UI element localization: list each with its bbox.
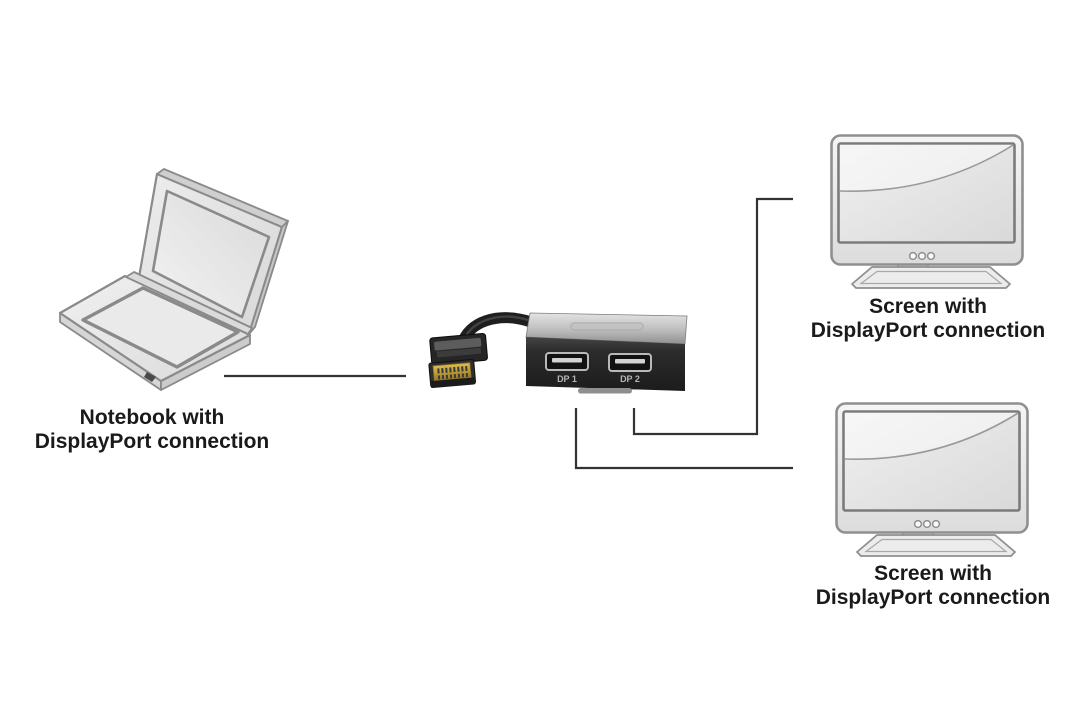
connection-line-dp1-to-bottom-screen bbox=[574, 408, 793, 470]
adapter-illustration: DP 1 DP 2 bbox=[428, 312, 688, 394]
monitor-top-illustration bbox=[830, 134, 1024, 290]
screen-bottom-label: Screen with DisplayPort connection bbox=[783, 562, 1080, 610]
screen-top-label: Screen with DisplayPort connection bbox=[778, 295, 1078, 343]
notebook-port-notch bbox=[144, 372, 156, 382]
notebook-label-line2: DisplayPort connection bbox=[34, 430, 270, 453]
notebook-lid-edge bbox=[248, 220, 289, 335]
screen-bottom-label-line1: Screen with bbox=[874, 562, 992, 585]
embossed-logo-shadow bbox=[572, 324, 642, 329]
notebook-keyboard-area bbox=[81, 286, 240, 369]
notebook-label-line1: Notebook with bbox=[79, 406, 225, 429]
screen-bottom-label-line2: DisplayPort connection bbox=[815, 586, 1051, 609]
notebook-illustration bbox=[58, 168, 289, 391]
notebook-screen bbox=[151, 189, 271, 319]
port-1-label: DP 1 bbox=[557, 374, 577, 384]
adapter-foot bbox=[578, 388, 632, 394]
displayport-male-connector bbox=[428, 332, 488, 389]
connection-line-dp2-to-top-screen bbox=[632, 197, 793, 436]
notebook-hinge-strip bbox=[125, 271, 253, 335]
screen-top-label-line2: DisplayPort connection bbox=[810, 319, 1046, 342]
displayport-port-2 bbox=[608, 353, 652, 372]
screen-top-label-line1: Screen with bbox=[869, 295, 987, 318]
monitor-bottom-illustration bbox=[835, 402, 1029, 558]
notebook-label: Notebook with DisplayPort connection bbox=[2, 406, 302, 454]
adapter-front-face bbox=[526, 337, 685, 391]
port-2-label: DP 2 bbox=[620, 374, 640, 384]
displayport-port-1 bbox=[545, 352, 589, 371]
